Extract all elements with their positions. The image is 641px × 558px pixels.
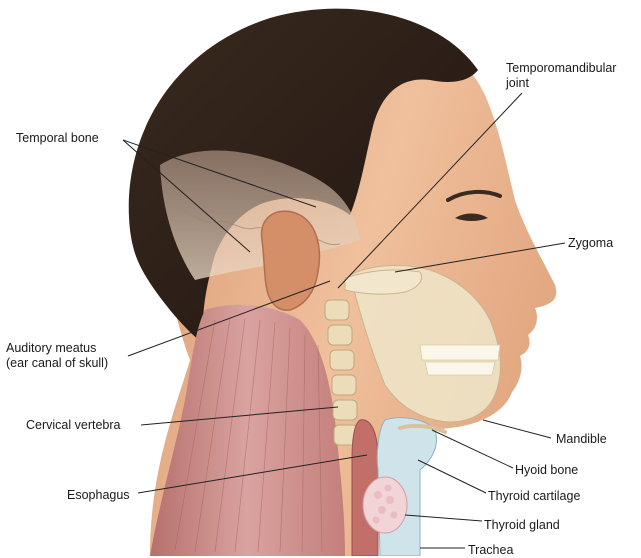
label-thyroid-cartilage-text: Thyroid cartilage bbox=[488, 489, 580, 504]
leader-thyroid-cart bbox=[418, 460, 486, 493]
label-mandible: Mandible bbox=[556, 432, 607, 447]
label-thyroid-gland-text: Thyroid gland bbox=[484, 518, 560, 533]
teeth bbox=[420, 345, 500, 375]
label-tmj-line2: joint bbox=[506, 76, 616, 91]
leader-hyoid bbox=[432, 430, 513, 468]
label-cervical-vertebra: Cervical vertebra bbox=[26, 418, 120, 433]
label-thyroid-gland: Thyroid gland bbox=[484, 518, 560, 533]
label-thyroid-cartilage: Thyroid cartilage bbox=[488, 489, 580, 504]
label-esophagus: Esophagus bbox=[67, 488, 130, 503]
label-auditory-line1: Auditory meatus bbox=[6, 341, 108, 356]
leader-mandible bbox=[483, 420, 551, 438]
label-auditory-meatus: Auditory meatus (ear canal of skull) bbox=[6, 341, 108, 371]
label-tmj-line1: Temporomandibular bbox=[506, 61, 616, 76]
label-temporal-bone: Temporal bone bbox=[16, 131, 99, 146]
label-hyoid-text: Hyoid bone bbox=[515, 463, 578, 478]
label-cervical-text: Cervical vertebra bbox=[26, 418, 120, 433]
label-zygoma-text: Zygoma bbox=[568, 236, 613, 251]
label-mandible-text: Mandible bbox=[556, 432, 607, 447]
label-temporomandibular-joint: Temporomandibular joint bbox=[506, 61, 616, 91]
label-auditory-line2: (ear canal of skull) bbox=[6, 356, 108, 371]
label-zygoma: Zygoma bbox=[568, 236, 613, 251]
label-esophagus-text: Esophagus bbox=[67, 488, 130, 503]
thyroid-gland bbox=[363, 477, 407, 533]
label-temporal-bone-text: Temporal bone bbox=[16, 131, 99, 146]
label-hyoid-bone: Hyoid bone bbox=[515, 463, 578, 478]
